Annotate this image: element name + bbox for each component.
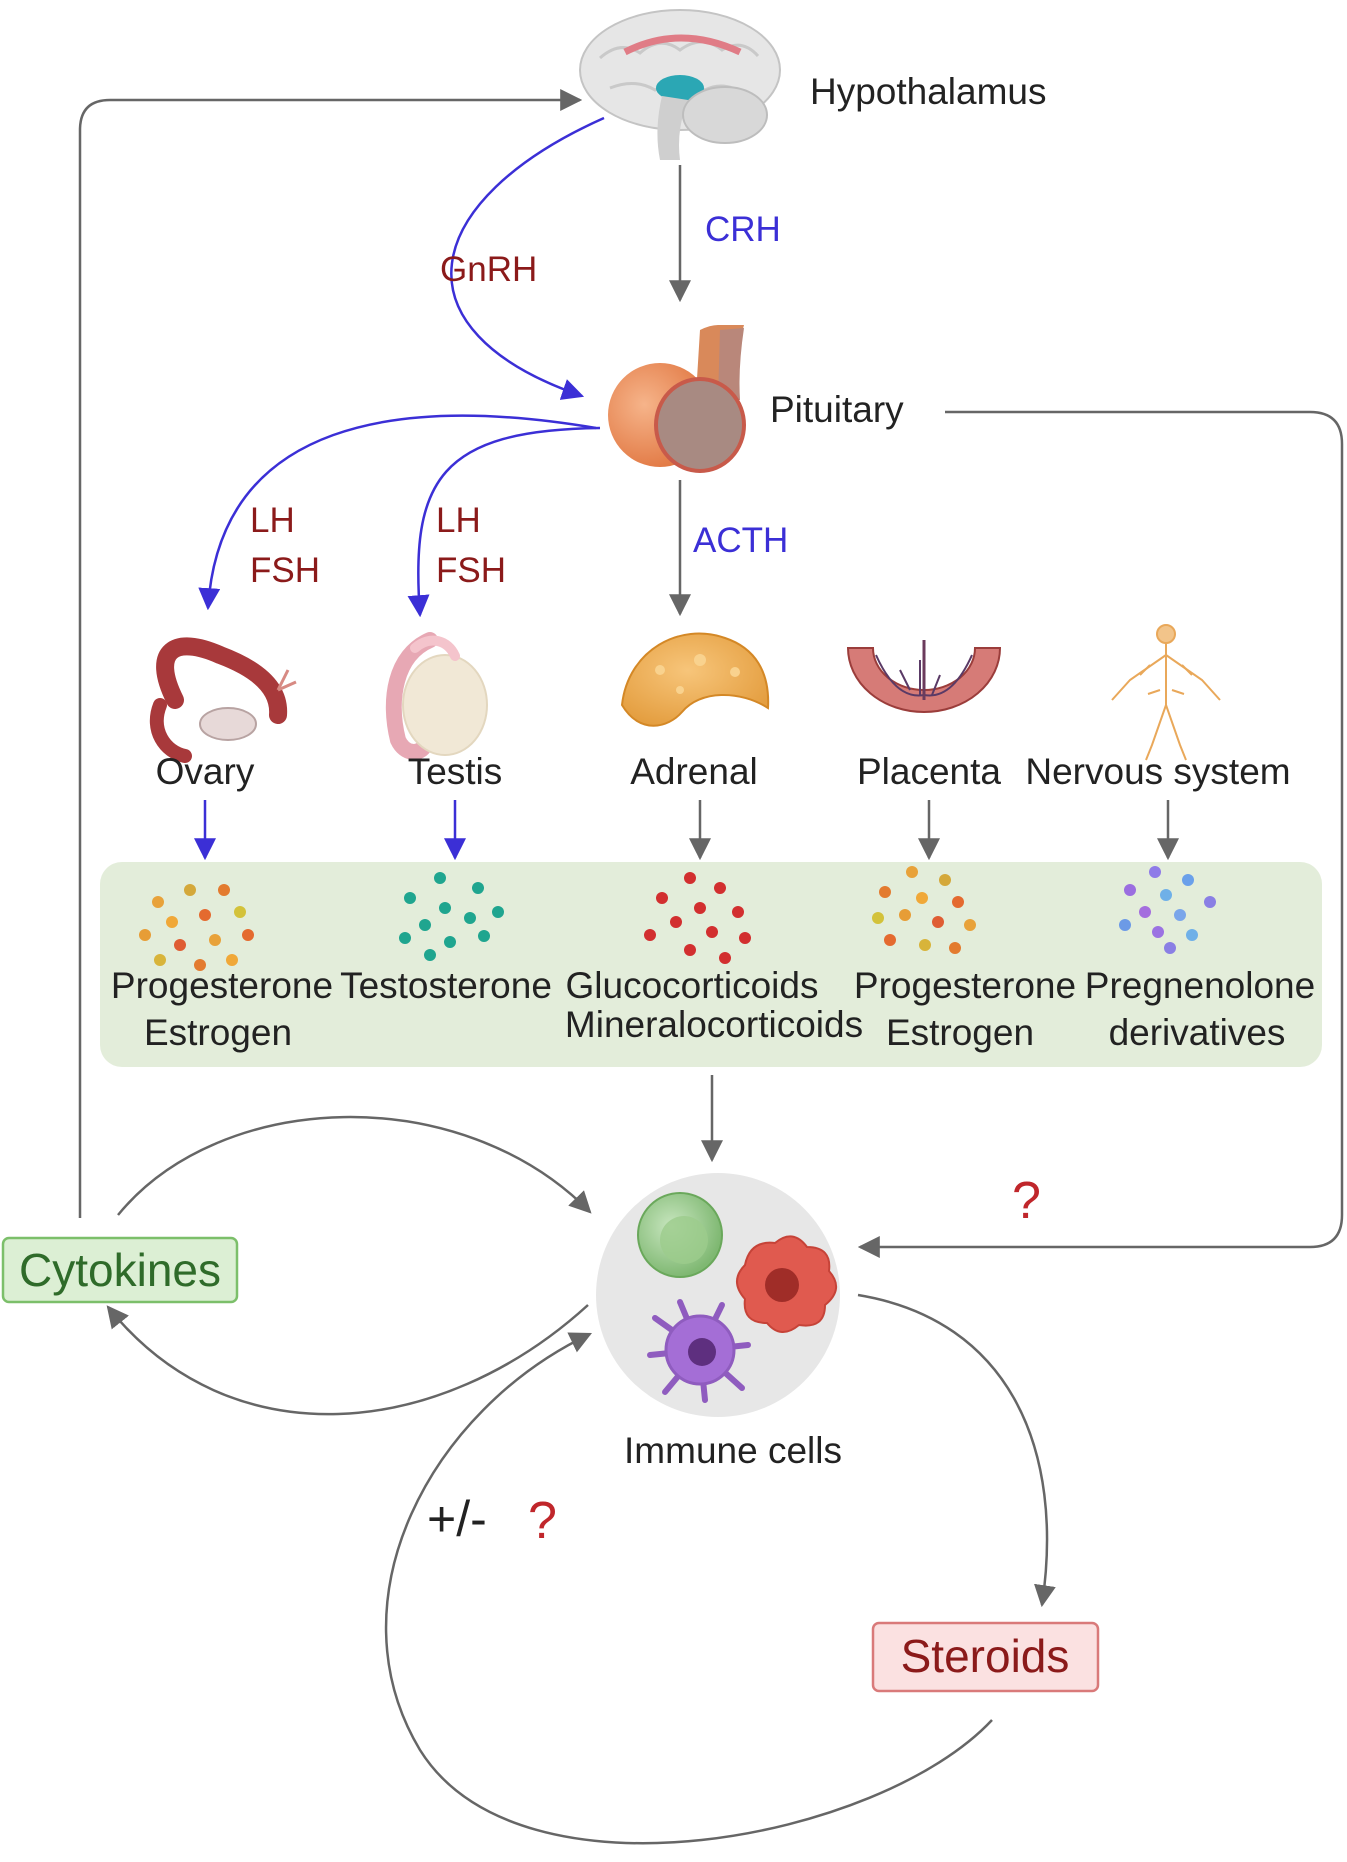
organ-label-testis: Testis	[408, 751, 503, 792]
steroid-group-5-line2: derivatives	[1109, 1012, 1286, 1053]
steroid-group-4-line1: Progesterone	[854, 965, 1076, 1006]
pituitary-question-mark: ?	[1012, 1172, 1041, 1230]
steroids-label: Steroids	[901, 1630, 1070, 1682]
progesterone-estrogen-dots-2	[872, 866, 976, 954]
organ-label-nervous-system: Nervous system	[1025, 751, 1290, 792]
fsh-left-label: FSH	[250, 551, 320, 590]
acth-label: ACTH	[693, 521, 788, 560]
steroid-group-4-line2: Estrogen	[886, 1012, 1034, 1053]
steroid-group-1-line2: Estrogen	[144, 1012, 292, 1053]
lymphocyte-icon	[637, 1192, 723, 1278]
gnrh-arrow	[450, 116, 605, 400]
lh-fsh-arrow-testis	[407, 426, 601, 618]
nervous-system-icon	[1111, 624, 1221, 761]
pregnenolone-dots	[1119, 866, 1216, 954]
immune-cells-label: Immune cells	[624, 1430, 842, 1471]
lh-fsh-arrow-ovary	[198, 414, 597, 611]
glucocorticoid-dots	[644, 872, 751, 964]
cytokines-box	[1, 1236, 239, 1304]
organ-label-placenta: Placenta	[857, 751, 1001, 792]
feedback-sign: +/-	[427, 1491, 487, 1547]
steroids-feedback-loop	[384, 1332, 993, 1845]
testosterone-dots	[399, 872, 504, 961]
steroid-group-2-line1: Testosterone	[340, 965, 552, 1006]
cytokines-label: Cytokines	[19, 1244, 221, 1296]
organ-label-adrenal: Adrenal	[630, 751, 758, 792]
hypothalamus-label: Hypothalamus	[810, 71, 1047, 112]
pituitary-immune-connector	[857, 410, 1344, 1258]
cytokines-to-immune-arrow	[117, 1115, 592, 1216]
fsh-right-label: FSH	[436, 551, 506, 590]
feedback-question-mark: ?	[528, 1492, 557, 1550]
ovary-icon	[149, 637, 297, 763]
pituitary-icon	[608, 325, 746, 473]
steroid-group-3-line2: Mineralocorticoids	[565, 1004, 863, 1045]
steroid-band	[100, 862, 1322, 1067]
steroid-group-3-line1: Glucocorticoids	[566, 965, 819, 1006]
organ-label-ovary: Ovary	[156, 751, 255, 792]
immune-to-steroids-arrow	[857, 1293, 1056, 1608]
placenta-icon	[846, 640, 1002, 713]
pituitary-label: Pituitary	[770, 389, 904, 430]
lh-right-label: LH	[436, 501, 481, 540]
testis-icon	[385, 632, 488, 760]
steroids-box	[871, 1621, 1100, 1693]
steroid-group-5-line1: Pregnenolone	[1085, 965, 1315, 1006]
progesterone-estrogen-dots-1	[139, 884, 254, 971]
immune-to-cytokines-arrow	[106, 1304, 589, 1416]
steroid-group-1-line1: Progesterone	[111, 965, 333, 1006]
adrenal-icon	[620, 632, 770, 727]
dendritic-cell-icon	[647, 1299, 751, 1403]
lh-left-label: LH	[250, 501, 295, 540]
cytokines-hypothalamus-connector	[78, 89, 583, 1218]
gnrh-label: GnRH	[440, 250, 537, 289]
brain-icon	[579, 9, 781, 160]
crh-label: CRH	[705, 210, 781, 249]
macrophage-icon	[736, 1235, 837, 1333]
